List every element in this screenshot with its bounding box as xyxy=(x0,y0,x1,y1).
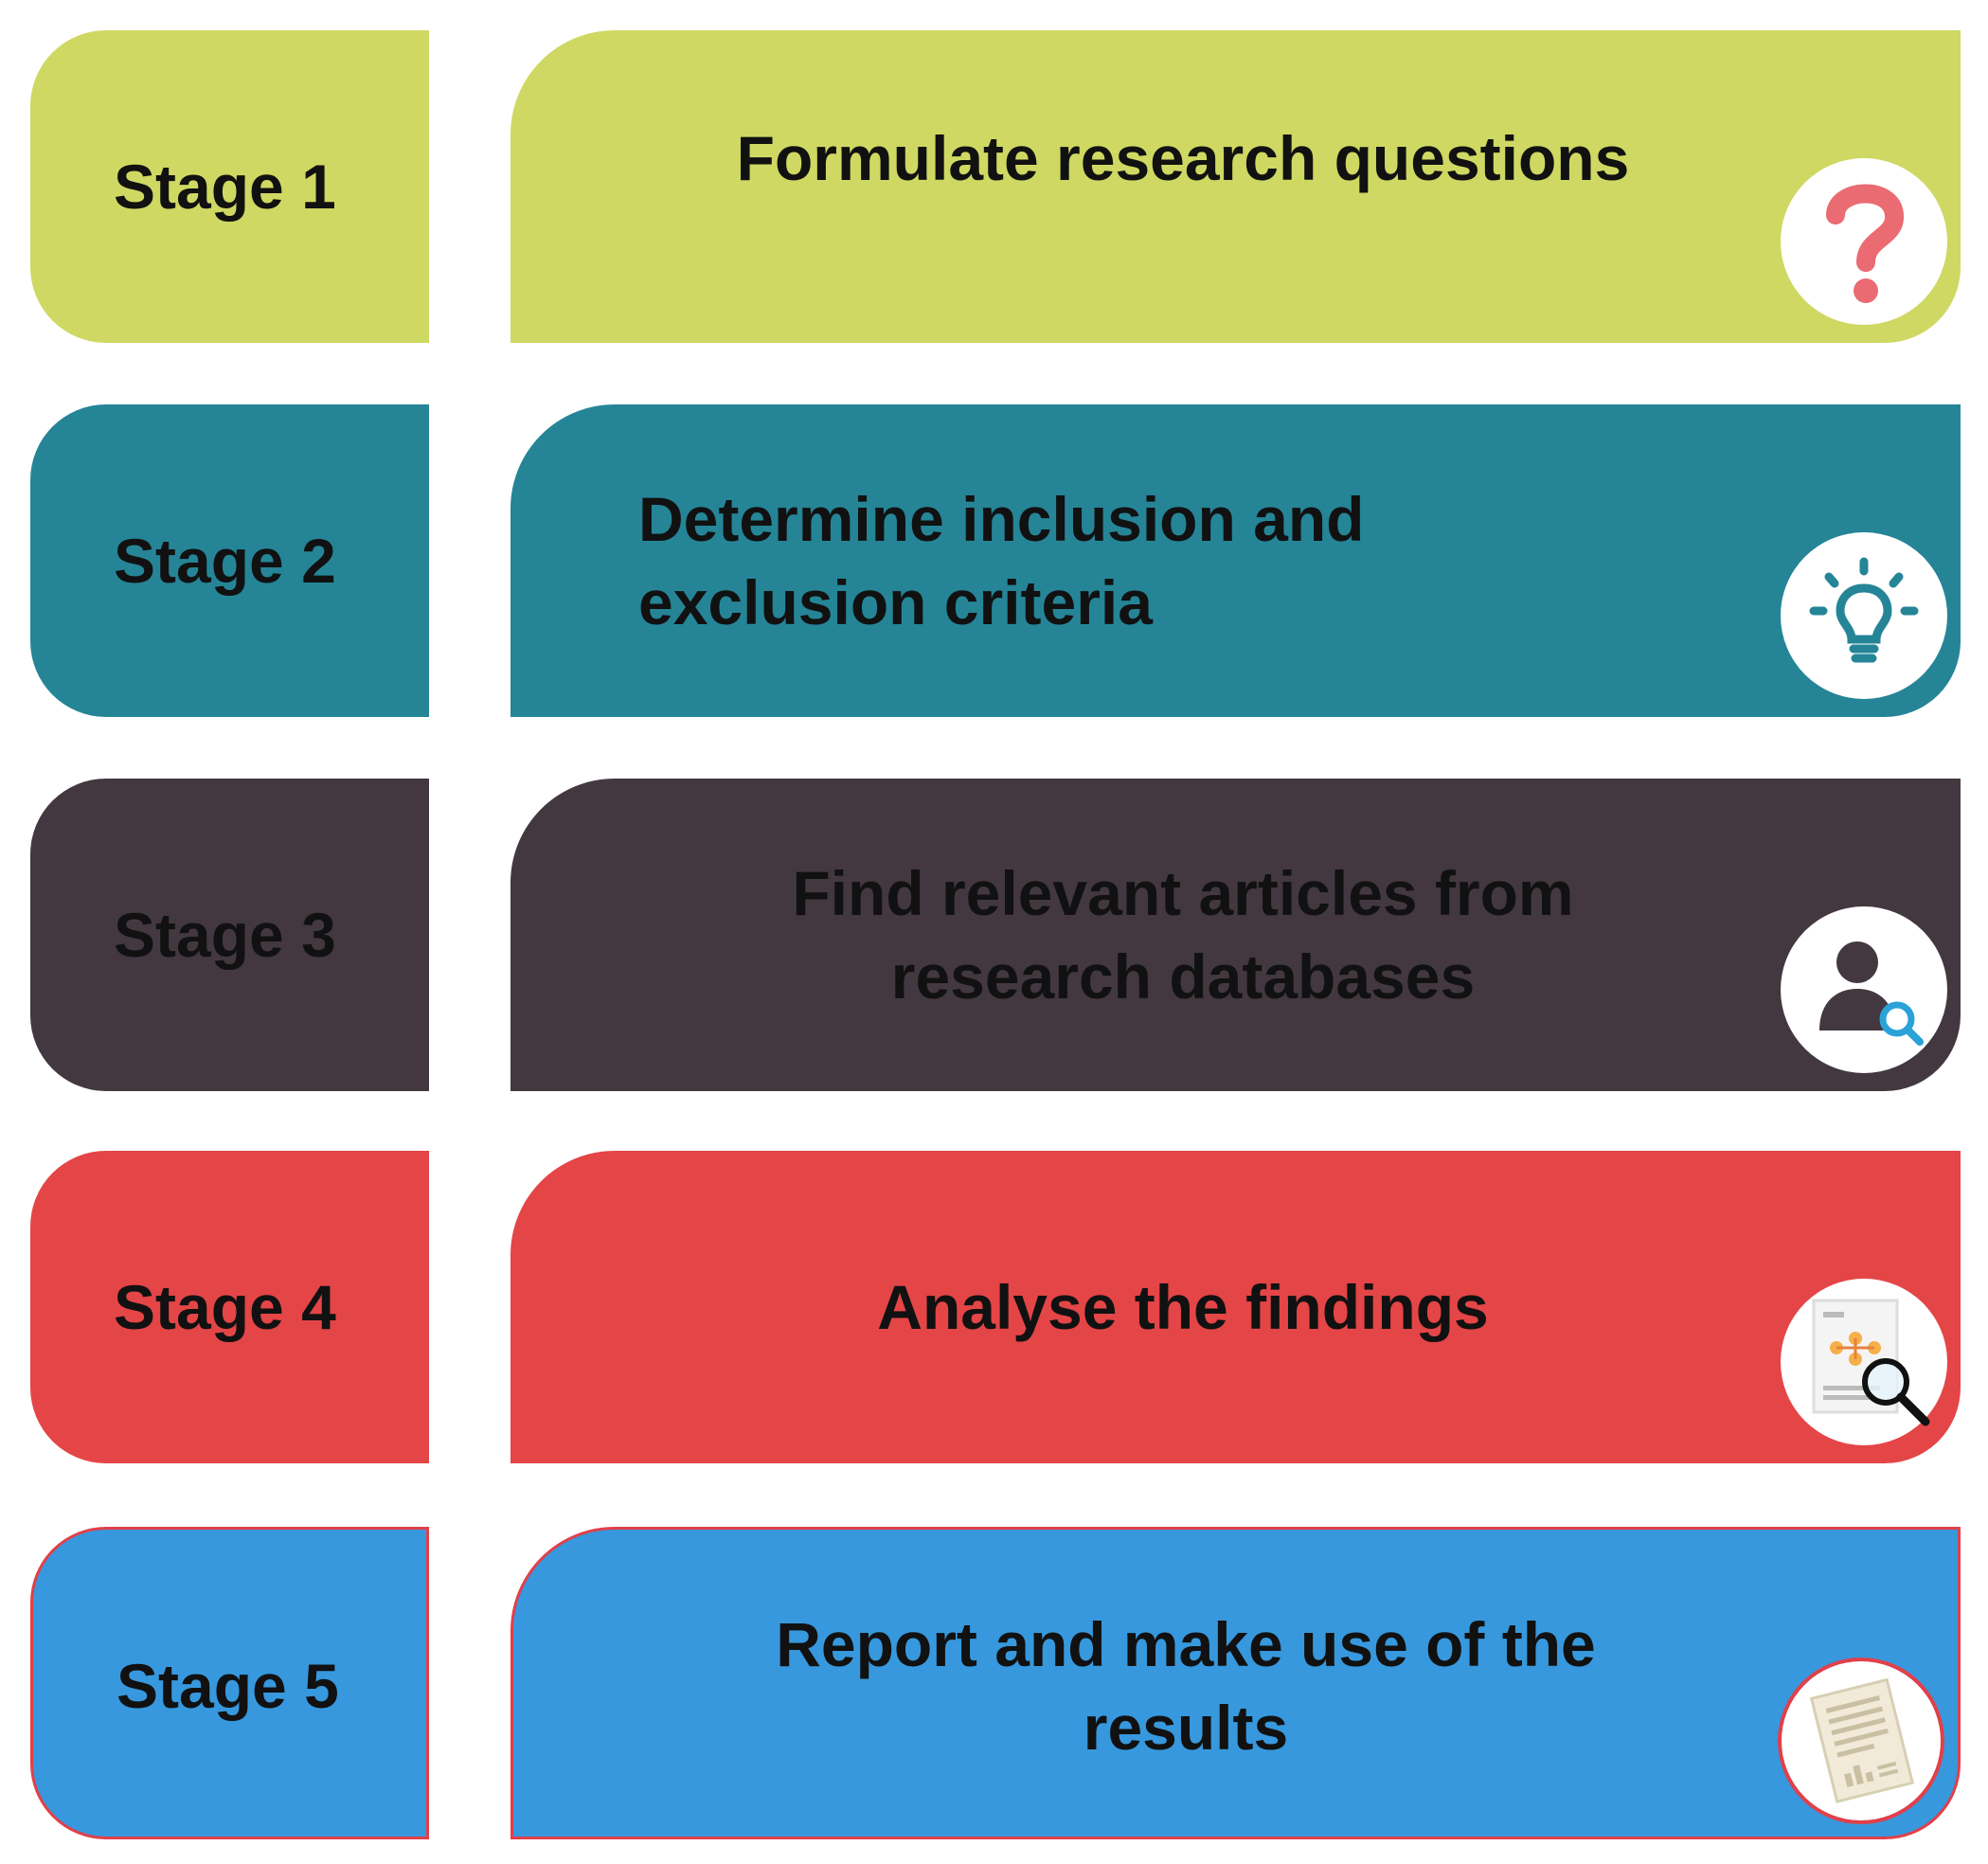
stage-row-2: Stage 2 Determine inclusion and exclusio… xyxy=(30,404,1961,717)
stage-row-5: Stage 5 Report and make use of the resul… xyxy=(30,1527,1961,1839)
stage-3-card: Find relevant articles from research dat… xyxy=(510,779,1961,1091)
stage-3-description-line-2: research databases xyxy=(890,941,1476,1012)
document-analysis-icon xyxy=(1781,1279,1947,1445)
stage-1-description: Formulate research questions xyxy=(567,2,1799,314)
stage-4-tab: Stage 4 xyxy=(30,1151,429,1463)
stage-5-description: Report and make use of the results xyxy=(570,1530,1801,1842)
stage-3-description-line-1: Find relevant articles from xyxy=(792,858,1574,928)
stage-2-description-line-1: Determine inclusion and xyxy=(638,484,1365,554)
stage-1-card: Formulate research questions xyxy=(510,30,1961,343)
stage-5-card: Report and make use of the results xyxy=(510,1527,1961,1839)
stage-2-description: Determine inclusion and exclusion criter… xyxy=(638,404,1728,717)
stage-2-card: Determine inclusion and exclusion criter… xyxy=(510,404,1961,717)
stage-row-1: Stage 1 Formulate research questions xyxy=(30,30,1961,343)
stage-row-3: Stage 3 Find relevant articles from rese… xyxy=(30,779,1961,1091)
stage-3-label: Stage 3 xyxy=(114,900,336,970)
stage-4-label: Stage 4 xyxy=(114,1272,336,1342)
report-document-icon xyxy=(1778,1658,1944,1824)
stage-5-description-line-2: results xyxy=(1083,1693,1289,1763)
stage-4-description: Analyse the findings xyxy=(567,1151,1799,1463)
stage-4-card: Analyse the findings xyxy=(510,1151,1961,1463)
stage-1-tab: Stage 1 xyxy=(30,30,429,343)
stage-5-tab: Stage 5 xyxy=(30,1527,429,1839)
stage-2-tab: Stage 2 xyxy=(30,404,429,717)
stage-1-label: Stage 1 xyxy=(114,152,336,222)
stage-2-description-line-2: exclusion criteria xyxy=(638,567,1153,637)
stage-4-description-line-1: Analyse the findings xyxy=(877,1272,1489,1342)
stage-2-label: Stage 2 xyxy=(114,526,336,596)
question-mark-icon xyxy=(1781,158,1947,325)
stage-5-description-line-1: Report and make use of the xyxy=(776,1609,1596,1679)
stage-1-description-line-1: Formulate research questions xyxy=(736,123,1630,193)
stage-5-label: Stage 5 xyxy=(116,1651,339,1721)
stage-row-4: Stage 4 Analyse the findings xyxy=(30,1151,1961,1463)
lightbulb-icon xyxy=(1781,532,1947,699)
stage-3-description: Find relevant articles from research dat… xyxy=(567,779,1799,1091)
stage-3-tab: Stage 3 xyxy=(30,779,429,1091)
user-search-icon xyxy=(1781,906,1947,1073)
